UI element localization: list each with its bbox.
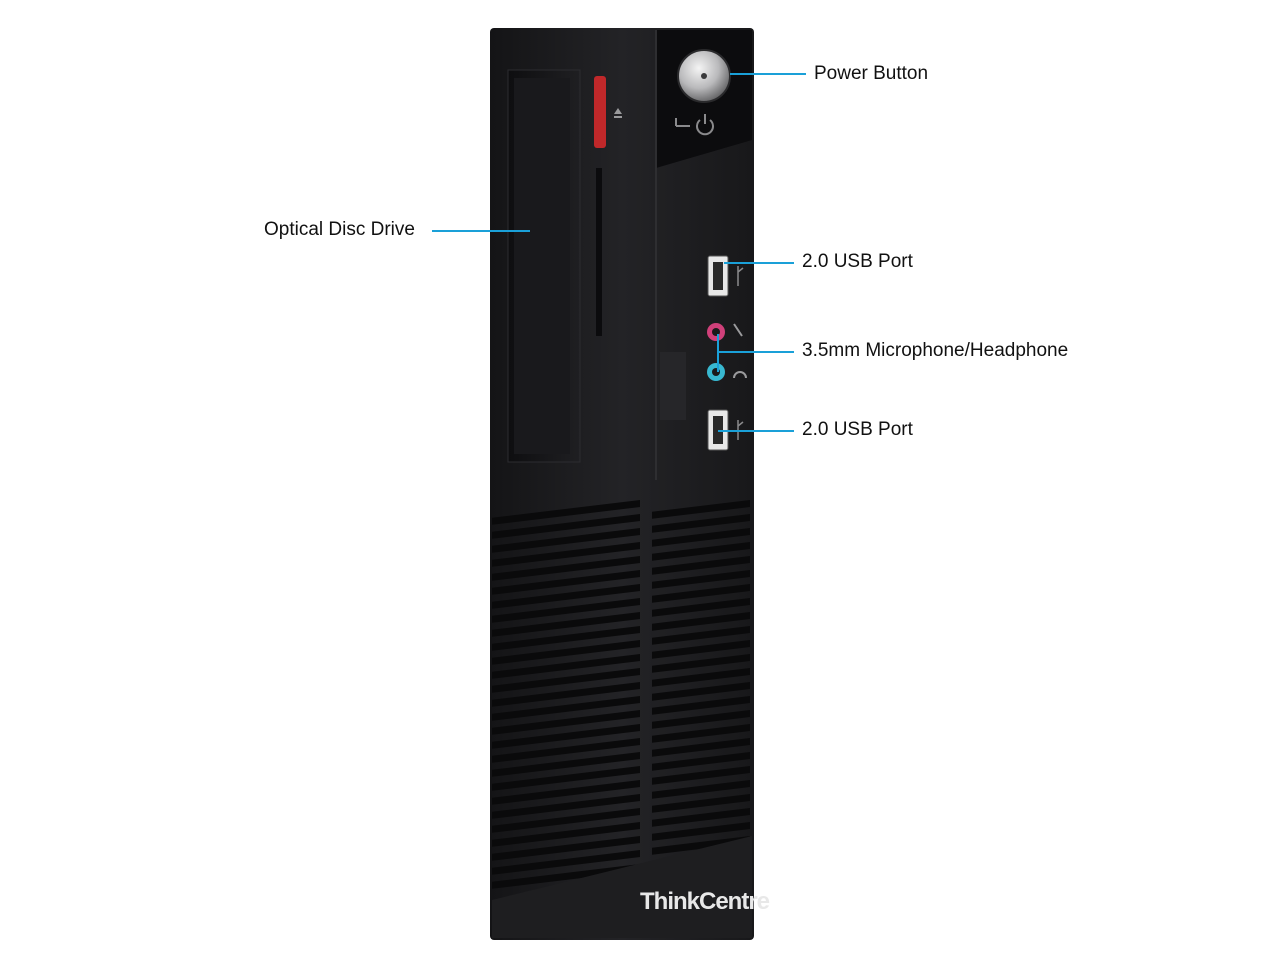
vent-slat — [652, 584, 750, 603]
vent-slat — [492, 584, 640, 609]
vent-slat — [492, 780, 640, 805]
vent-slat — [652, 570, 750, 589]
power-button-leader — [730, 73, 806, 75]
vent-slat — [652, 738, 750, 757]
optical-drive-label: Optical Disc Drive — [264, 219, 415, 240]
eject-icon — [614, 108, 622, 114]
vent-slat — [492, 640, 640, 665]
vent-slat — [652, 808, 750, 827]
vent-slat — [492, 696, 640, 721]
vent-slat — [492, 668, 640, 693]
logo-panel — [492, 836, 752, 938]
vent-slat — [492, 542, 640, 567]
vent-slat — [652, 724, 750, 743]
vent-slat — [492, 738, 640, 763]
vent-slat — [652, 612, 750, 631]
vent-slat — [652, 682, 750, 701]
vent-slat — [492, 500, 640, 525]
vent-slat — [652, 836, 750, 855]
vent-slat — [492, 724, 640, 749]
vent-slat — [652, 556, 750, 575]
audio-leader-vertical — [717, 334, 719, 372]
indicator-window — [660, 352, 686, 420]
audio-leader — [718, 351, 794, 353]
vent-slat — [652, 542, 750, 561]
usb-top-label: 2.0 USB Port — [802, 251, 913, 272]
card-slot — [596, 168, 602, 336]
vent-slat — [492, 836, 640, 861]
vent-slat — [652, 640, 750, 659]
vent-slat — [492, 514, 640, 539]
eject-button — [594, 76, 606, 148]
vent-slat — [652, 710, 750, 729]
microphone-icon — [733, 323, 743, 337]
vent-slat — [652, 514, 750, 533]
vent-slat — [652, 500, 750, 519]
headphone-icon — [733, 371, 747, 379]
vent-slat — [492, 864, 640, 889]
vent-slat — [652, 780, 750, 799]
usb-bottom-leader — [718, 430, 794, 432]
ventilation-grille — [492, 500, 750, 897]
usb-icon — [737, 266, 744, 286]
vent-slat — [492, 766, 640, 791]
vent-slat — [652, 696, 750, 715]
vent-slat — [492, 822, 640, 847]
optical-drive-leader — [432, 230, 530, 232]
vent-slat — [492, 598, 640, 623]
vent-slat — [492, 808, 640, 833]
audio-label: 3.5mm Microphone/Headphone — [802, 340, 1069, 361]
vent-slat — [492, 556, 640, 581]
vent-slat — [492, 682, 640, 707]
vent-slat — [652, 794, 750, 813]
vent-slat — [652, 822, 750, 841]
vent-slat — [652, 752, 750, 771]
vent-slat — [492, 654, 640, 679]
vent-slat — [492, 710, 640, 735]
vent-slat — [652, 668, 750, 687]
vent-slat — [492, 626, 640, 651]
power-button-label: Power Button — [814, 63, 929, 84]
vent-slat — [652, 528, 750, 547]
vent-slat — [492, 612, 640, 637]
vent-slat — [492, 850, 640, 875]
vent-slat — [492, 794, 640, 819]
vent-slat — [492, 528, 640, 553]
vent-slat — [652, 654, 750, 673]
vent-slat — [652, 598, 750, 617]
vent-slat — [492, 570, 640, 595]
usb-top-leader — [724, 262, 794, 264]
vent-slat — [652, 626, 750, 645]
vent-slat — [492, 752, 640, 777]
power-symbol-icon — [675, 114, 714, 136]
vent-slat — [652, 766, 750, 785]
usb-bottom-label: 2.0 USB Port — [802, 419, 913, 440]
brand-logo: ThinkCentre — [640, 888, 770, 915]
